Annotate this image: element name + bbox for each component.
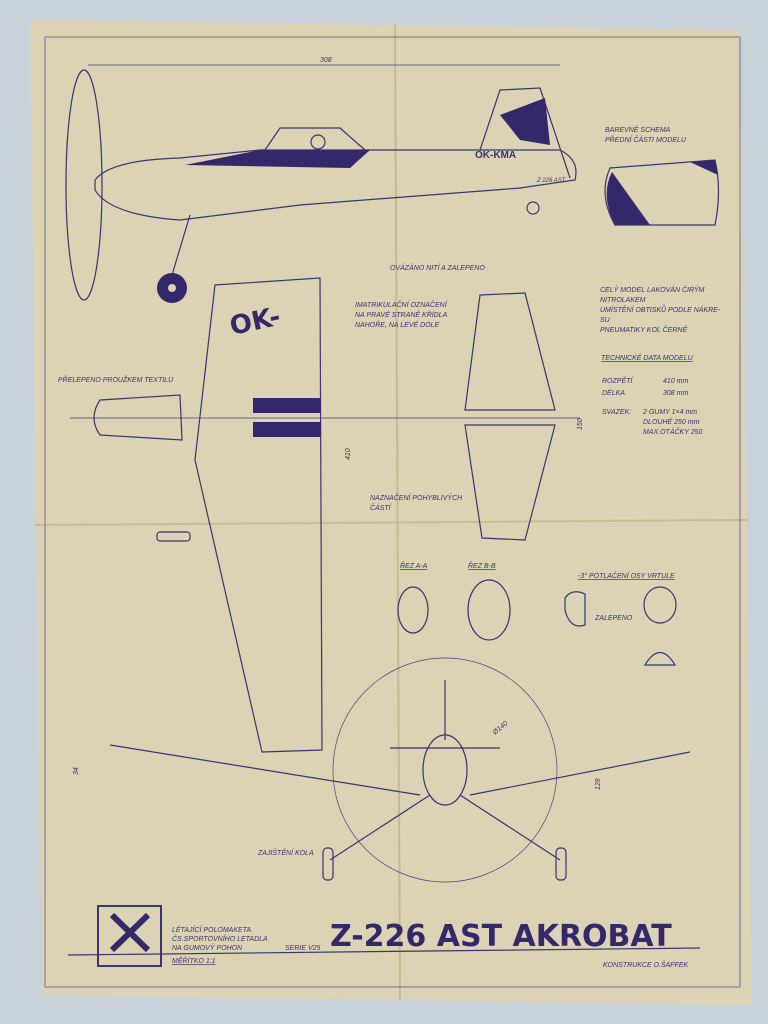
glued-label: ZALEPENO bbox=[594, 615, 633, 622]
fold-line-vertical bbox=[394, 24, 401, 1001]
side-view: 308 OK-KMA Z 226 AST OVÁZÁNO NITÍ A ZALE… bbox=[65, 57, 720, 303]
nose-color-band bbox=[606, 172, 650, 225]
dihedral: 34 bbox=[73, 767, 80, 775]
landing-gear-leg bbox=[171, 214, 191, 276]
scale-label: MĚŘÍTKO 1:1 bbox=[172, 956, 216, 965]
markings-note: NA PRAVÉ STRANĚ KŘÍDLA bbox=[355, 310, 448, 319]
paper bbox=[30, 20, 752, 1005]
length-value: 308 mm bbox=[663, 390, 688, 397]
fin-color-band bbox=[500, 98, 550, 145]
notes-block: CELÝ MODEL LAKOVÁN ČIRÝM NITROLAKEM UMÍS… bbox=[600, 285, 721, 436]
span-dimension: 410 bbox=[345, 448, 352, 460]
rubber-line: 2 GUMY 1×4 mm bbox=[642, 409, 697, 416]
rubber-line: MAX.OTÁČKY 250 bbox=[643, 427, 703, 436]
sheet-border bbox=[44, 36, 741, 988]
fuselage bbox=[94, 149, 577, 221]
moving-parts-note: NAZNAČENÍ POHYBLIVÝCH bbox=[370, 493, 463, 502]
length-dimension: 308 bbox=[320, 57, 332, 64]
note-line: PNEUMATIKY KOL ČERNÉ bbox=[600, 325, 687, 334]
footer-desc: ČS.SPORTOVNÍHO LETADLA bbox=[172, 934, 268, 943]
note-line: CELÝ MODEL LAKOVÁN ČIRÝM bbox=[600, 285, 705, 294]
top-view: OK- IMATRIKULAČNÍ OZNAČENÍ NA PRAVÉ STRA… bbox=[58, 277, 584, 753]
length-label: DÉLKA bbox=[602, 388, 625, 397]
side-registration: OK-KMA bbox=[475, 150, 516, 161]
front-wing bbox=[109, 744, 691, 796]
footer-desc: LÉTAJÍCÍ POLOMAKETA bbox=[172, 925, 251, 934]
section-bb-label: ŘEZ B-B bbox=[468, 561, 496, 570]
markings-note: NAHOŘE, NA LEVÉ DOLE bbox=[355, 320, 439, 329]
note-line: SU bbox=[600, 317, 611, 324]
main-wheel-hub bbox=[168, 284, 176, 292]
series-label: SERIE V25 bbox=[285, 945, 321, 952]
title-rule bbox=[67, 947, 701, 956]
height-dimension: 150 bbox=[577, 418, 584, 430]
model-title: Z-226 AST AKROBAT bbox=[330, 919, 672, 954]
tech-data-heading: TECHNICKÉ DATA MODELU bbox=[601, 353, 694, 362]
wheel-lock-note: ZAJIŠTĚNÍ KOLA bbox=[257, 848, 314, 857]
tail-text: Z 226 AST bbox=[536, 178, 567, 184]
wing-stripe bbox=[253, 398, 321, 413]
textile-note: PŘELEPENO PROUŽKEM TEXTILU bbox=[58, 375, 174, 384]
section-aa bbox=[397, 586, 429, 634]
wing-stripe bbox=[253, 422, 321, 437]
nose-block-side bbox=[564, 591, 586, 627]
prop-disc bbox=[332, 657, 558, 883]
stabilizer bbox=[464, 292, 556, 541]
igra-logo-mark bbox=[109, 912, 151, 953]
wheel-top bbox=[156, 531, 191, 542]
color-scheme-title: BAREVNÉ SCHEMA bbox=[605, 125, 671, 134]
nose-block-bottom bbox=[643, 651, 677, 666]
moving-parts-note: ČÁSTÍ bbox=[370, 503, 392, 512]
propeller bbox=[65, 69, 103, 301]
title-block: LÉTAJÍCÍ POLOMAKETA ČS.SPORTOVNÍHO LETAD… bbox=[67, 905, 701, 969]
color-scheme-subtitle: PŘEDNÍ ČÁSTI MODELU bbox=[605, 135, 687, 144]
span-value: 410 mm bbox=[663, 378, 688, 385]
canopy bbox=[264, 127, 366, 151]
fin bbox=[479, 87, 571, 179]
section-aa-label: ŘEZ A-A bbox=[400, 561, 428, 570]
span-label: ROZPĚTÍ bbox=[602, 376, 633, 385]
nose-color-band bbox=[690, 160, 718, 175]
rubber-line: DLOUHÉ 250 mm bbox=[643, 417, 700, 426]
gear-height: 128 bbox=[595, 778, 602, 790]
front-wheel-left bbox=[322, 847, 334, 881]
prop-axis-label: -3° POTLAČENÍ OSY VRTULE bbox=[578, 571, 675, 580]
markings-note: IMATRIKULAČNÍ OZNAČENÍ bbox=[355, 300, 448, 309]
nose-block-front bbox=[643, 586, 677, 624]
sections: ŘEZ A-A ŘEZ B-B -3° POTLAČENÍ OSY VRTULE… bbox=[397, 561, 677, 666]
pilot bbox=[310, 134, 326, 150]
top-nose bbox=[93, 394, 183, 441]
section-bb bbox=[467, 579, 511, 641]
wing-plan bbox=[194, 277, 323, 753]
fuselage-color-band bbox=[185, 150, 370, 168]
igra-logo bbox=[97, 905, 162, 967]
rubber-label: SVAZEK: bbox=[602, 409, 631, 416]
designer-label: KONSTRUKCE O.ŠAFFEK bbox=[603, 960, 689, 969]
front-wheel-right bbox=[555, 847, 567, 881]
front-gear-legs bbox=[329, 794, 561, 861]
tail-wheel bbox=[526, 201, 540, 215]
tied-note: OVÁZÁNO NITÍ A ZALEPENO bbox=[390, 263, 485, 272]
footer-desc: NA GUMOVÝ POHON bbox=[172, 943, 243, 952]
fold-line-horizontal bbox=[34, 519, 749, 526]
note-line: NITROLAKEM bbox=[600, 297, 646, 304]
note-line: UMÍSTĚNÍ OBTISKŮ PODLE NÁKRE- bbox=[600, 304, 721, 314]
